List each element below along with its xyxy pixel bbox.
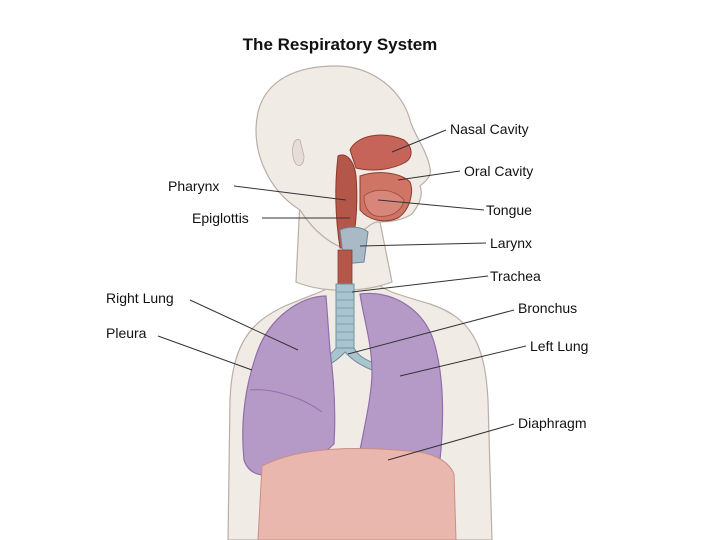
- label-nasal-cavity: Nasal Cavity: [450, 121, 529, 137]
- label-trachea: Trachea: [490, 268, 541, 284]
- diagram-title: The Respiratory System: [243, 35, 438, 54]
- right-lung-shape: [243, 296, 335, 475]
- diaphragm-shape: [258, 449, 456, 540]
- label-left-lung: Left Lung: [530, 338, 588, 354]
- label-epiglottis: Epiglottis: [192, 210, 249, 226]
- label-diaphragm: Diaphragm: [518, 415, 586, 431]
- label-tongue: Tongue: [486, 202, 532, 218]
- label-pleura: Pleura: [106, 325, 147, 341]
- label-larynx: Larynx: [490, 235, 532, 251]
- label-right-lung: Right Lung: [106, 290, 174, 306]
- label-bronchus: Bronchus: [518, 300, 577, 316]
- label-pharynx: Pharynx: [168, 178, 219, 194]
- label-oral-cavity: Oral Cavity: [464, 163, 533, 179]
